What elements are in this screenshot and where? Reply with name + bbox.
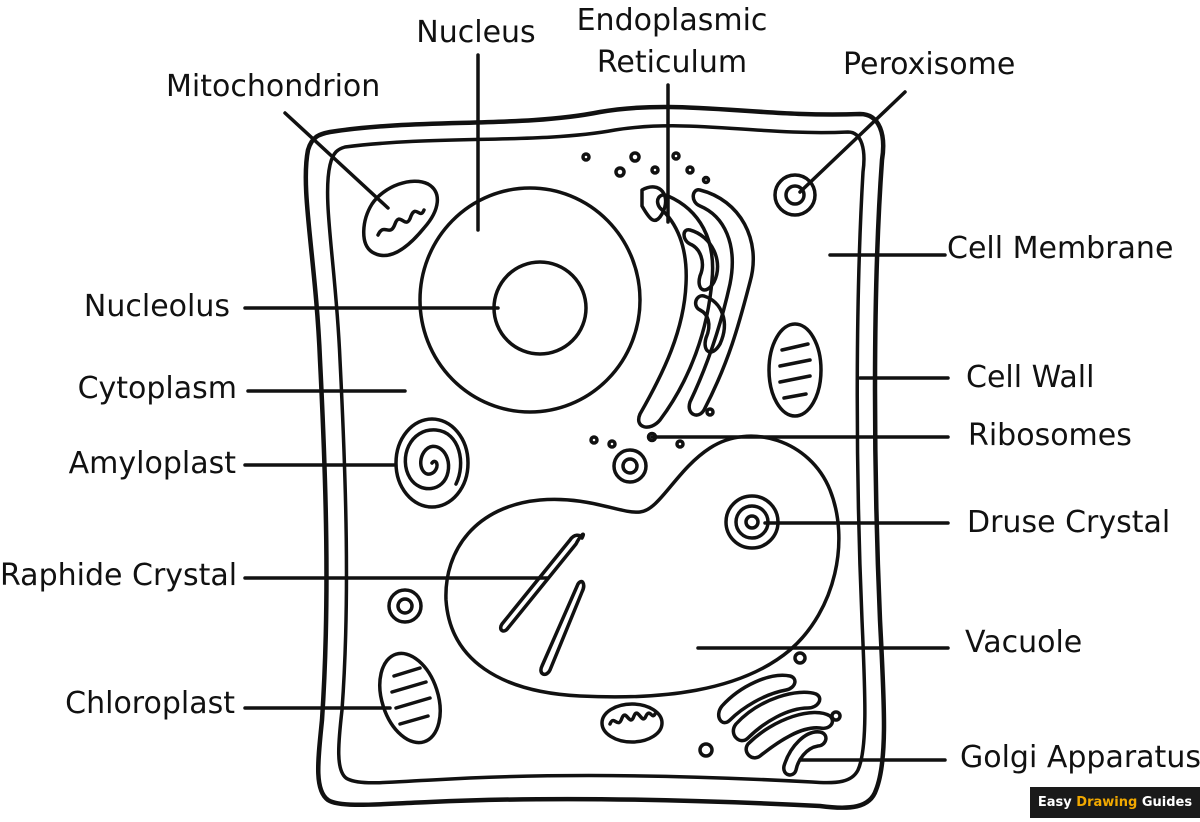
label-vacuole: Vacuole (965, 625, 1083, 660)
raphide-crystal-shape (498, 532, 586, 677)
watermark-text-3: Guides (1137, 795, 1193, 810)
golgi-apparatus-shape (698, 651, 842, 777)
label-golgi-apparatus: Golgi Apparatus (960, 740, 1200, 775)
watermark-text-1: Easy (1037, 795, 1077, 810)
chloroplast-right-shape (767, 322, 823, 418)
watermark-text-2: Drawing (1076, 795, 1138, 810)
mitochondrion-bottom-shape (600, 702, 664, 744)
label-peroxisome: Peroxisome (843, 47, 1016, 82)
watermark-logo: Easy Drawing Guides (1030, 787, 1200, 818)
mitochondrion-cristae (376, 208, 426, 237)
chloroplast-shape (378, 651, 442, 745)
nucleus-shape (418, 186, 642, 414)
label-nucleus: Nucleus (416, 15, 536, 50)
leader-peroxisome (798, 90, 907, 194)
label-cytoplasm: Cytoplasm (77, 371, 237, 406)
leader-lines (243, 53, 950, 762)
label-cell-wall: Cell Wall (966, 360, 1095, 395)
amyloplast-shape (394, 417, 470, 509)
label-cell-membrane: Cell Membrane (947, 231, 1174, 266)
leader-mitochondrion (283, 111, 390, 210)
mitochondrion-shape (362, 179, 439, 258)
label-mitochondrion: Mitochondrion (166, 69, 381, 104)
label-druse-crystal: Druse Crystal (967, 505, 1171, 540)
label-chloroplast: Chloroplast (65, 686, 235, 721)
label-amyloplast: Amyloplast (68, 446, 236, 481)
label-nucleolus: Nucleolus (83, 289, 230, 324)
endoplasmic-reticulum-shape (636, 185, 755, 429)
cell-wall-outline (303, 104, 887, 810)
ribosomes-dots (589, 407, 715, 484)
nucleolus-shape (492, 260, 588, 356)
small-ring-organelle (387, 588, 423, 624)
peroxisome-shape (773, 173, 817, 217)
label-endoplasmic-reticulum: Endoplasmic Reticulum (576, 3, 768, 80)
label-ribosomes: Ribosomes (968, 418, 1132, 453)
cell-membrane-outline (325, 124, 867, 785)
endoplasmic-reticulum-dots (581, 151, 711, 185)
label-raphide-crystal: Raphide Crystal (0, 558, 238, 593)
